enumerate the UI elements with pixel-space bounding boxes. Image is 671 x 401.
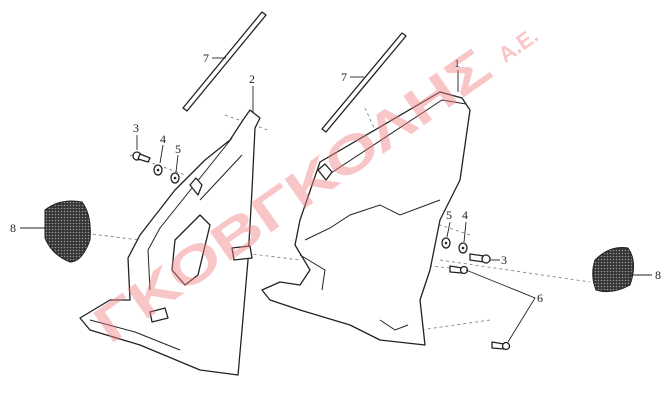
mesh-grille-right[interactable] [592, 247, 634, 293]
washer-4-left[interactable] [153, 164, 163, 176]
callout-bolt-left: 3 [133, 121, 139, 135]
callout-seal-right: 7 [341, 70, 347, 84]
callout-washer5-right: 5 [446, 208, 452, 222]
side-cover-left[interactable] [79, 109, 261, 376]
screw-6-lower[interactable] [491, 341, 511, 351]
callout-mesh-right: 8 [655, 268, 661, 282]
leader-lines [20, 57, 652, 343]
washer-5-right[interactable] [441, 237, 451, 249]
side-cover-right[interactable] [261, 91, 471, 346]
mesh-grille-left[interactable] [44, 200, 91, 263]
seal-strip-left[interactable] [182, 11, 267, 112]
bolt-right[interactable] [469, 253, 491, 264]
washer-4-right[interactable] [458, 242, 468, 254]
screw-6-upper[interactable] [449, 265, 469, 275]
washer-5-left[interactable] [170, 172, 180, 184]
callout-washer4-left: 4 [160, 132, 166, 146]
bolt-left[interactable] [132, 151, 151, 163]
callout-washer4-right: 4 [462, 208, 468, 222]
callout-washer5-left: 5 [175, 142, 181, 156]
callout-cover-right: 1 [454, 56, 460, 70]
callout-screw-right: 6 [537, 291, 543, 305]
watermark-suffix: Α.Ε. [494, 23, 543, 68]
seal-strip-right[interactable] [321, 32, 407, 133]
callout-seal-left: 7 [203, 51, 209, 65]
callout-cover-left: 2 [249, 72, 255, 86]
callout-bolt-right: 3 [501, 253, 507, 267]
callout-mesh-left: 8 [10, 221, 16, 235]
